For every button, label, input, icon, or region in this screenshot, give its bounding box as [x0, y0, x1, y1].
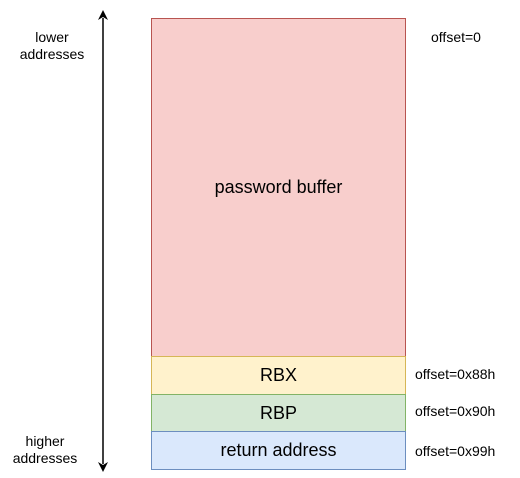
- rbp-block: RBP: [151, 394, 406, 432]
- password-buffer-block: password buffer: [151, 18, 406, 357]
- arrow-head-up: [98, 10, 108, 20]
- arrow-head-down: [98, 462, 108, 472]
- lower-addresses-line-2: addresses: [19, 46, 85, 62]
- higher-addresses-line-1: higher: [25, 433, 65, 449]
- lower-addresses-line-1: lower: [35, 29, 69, 45]
- offset-start-label: offset=0: [431, 29, 481, 45]
- offset-rbp-label: offset=0x90h: [415, 403, 496, 419]
- lower-addresses-label: lower addresses: [12, 29, 92, 63]
- return-address-label: return address: [220, 440, 337, 460]
- return-address-block: return address: [151, 431, 406, 470]
- rbp-label: RBP: [259, 402, 297, 423]
- password-buffer-label: password buffer: [214, 177, 343, 197]
- address-direction-arrow-icon: [98, 10, 108, 472]
- offset-rbx-label: offset=0x88h: [415, 366, 496, 382]
- higher-addresses-line-2: addresses: [12, 450, 78, 466]
- offset-return-address-label: offset=0x99h: [415, 443, 496, 459]
- higher-addresses-label: higher addresses: [5, 433, 85, 467]
- rbx-block: RBX: [151, 356, 406, 395]
- rbx-label: RBX: [259, 365, 297, 385]
